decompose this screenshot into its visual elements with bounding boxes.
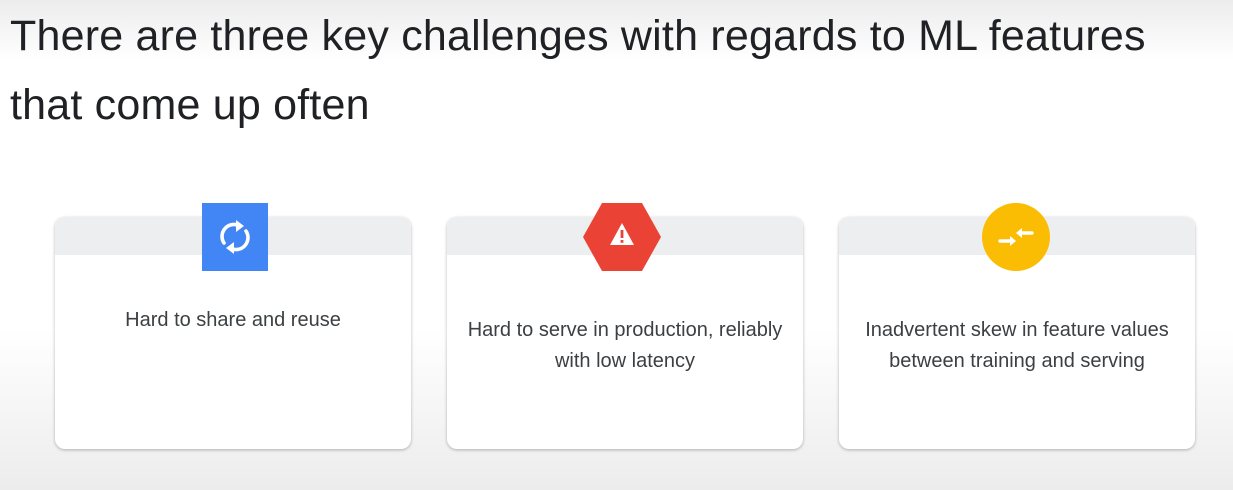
card-text: Hard to share and reuse: [125, 309, 341, 331]
card-text: Hard to serve in production, reliably wi…: [467, 319, 783, 372]
card-text: Inadvertent skew in feature values betwe…: [865, 319, 1169, 372]
sync-icon: [202, 203, 268, 271]
challenge-card-serve-production: Hard to serve in production, reliably wi…: [447, 203, 803, 449]
slide-title: There are three key challenges with rega…: [10, 12, 1146, 129]
compare-arrows-icon: [982, 203, 1050, 271]
challenge-card-share-reuse: Hard to share and reuse: [55, 203, 411, 449]
warning-icon: [583, 203, 661, 271]
challenge-card-feature-skew: Inadvertent skew in feature values betwe…: [839, 203, 1195, 449]
